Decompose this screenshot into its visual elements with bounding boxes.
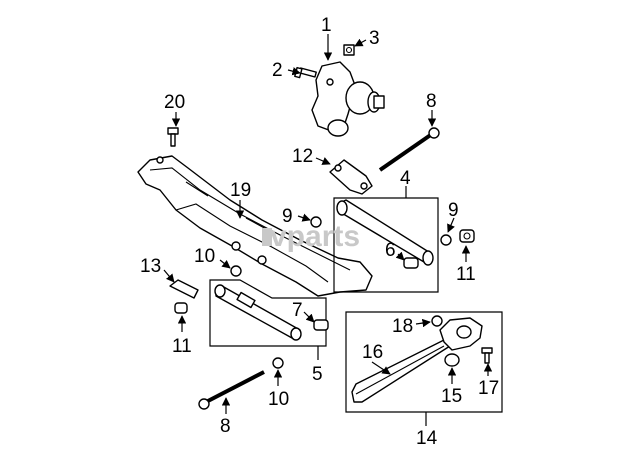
- assembly-box-4: [333, 197, 439, 293]
- callout-6: 6: [385, 240, 396, 261]
- bushing-part-15[interactable]: [444, 353, 460, 367]
- callout-3: 3: [369, 28, 380, 49]
- knuckle-part[interactable]: [311, 61, 385, 137]
- callout-7: 7: [292, 300, 303, 321]
- bushing-part-7[interactable]: [313, 319, 329, 331]
- callout-5: 5: [312, 364, 323, 385]
- nut-part-3[interactable]: [343, 44, 355, 56]
- callout-16: 16: [362, 342, 383, 363]
- washer-part-10-upper[interactable]: [230, 265, 242, 277]
- leader-lines: [163, 34, 493, 426]
- callout-15: 15: [441, 386, 462, 407]
- callout-20: 20: [164, 92, 185, 113]
- callout-19: 19: [230, 180, 251, 201]
- callout-14: 14: [416, 428, 438, 449]
- nut-part-9-right[interactable]: [440, 234, 452, 246]
- callout-10-upper: 10: [194, 246, 215, 267]
- watermark-logo: vparts: [262, 220, 360, 253]
- assembly-box-5: [209, 279, 327, 347]
- strap-part-13[interactable]: [169, 279, 199, 299]
- callout-9-right: 9: [448, 200, 459, 221]
- assembly-box-14: [345, 311, 503, 413]
- trailing-arm-part-16[interactable]: [351, 317, 483, 403]
- bolt-part-17[interactable]: [481, 347, 493, 364]
- callout-1: 1: [321, 15, 332, 36]
- nut-part-18[interactable]: [431, 315, 443, 327]
- callout-12: 12: [292, 146, 313, 167]
- bushing-part-6[interactable]: [403, 257, 419, 269]
- nut-part-9-left[interactable]: [310, 216, 322, 228]
- callout-17: 17: [478, 378, 499, 399]
- crossmember-part[interactable]: [137, 155, 373, 297]
- callout-11-right: 11: [456, 264, 476, 285]
- callout-8-upper: 8: [426, 91, 437, 112]
- callout-4: 4: [400, 168, 411, 189]
- callout-13: 13: [140, 256, 161, 277]
- bolt-part-20[interactable]: [167, 127, 179, 147]
- nut-part-11-right[interactable]: [459, 229, 475, 243]
- washer-part-10-lower[interactable]: [272, 357, 284, 369]
- callout-8-lower: 8: [220, 416, 231, 437]
- nut-part-11-left[interactable]: [174, 302, 188, 314]
- long-bolt-part-8-upper[interactable]: [378, 127, 440, 172]
- upper-link-part-4[interactable]: [336, 199, 434, 266]
- callout-18: 18: [392, 316, 413, 337]
- lower-link-part-5[interactable]: [214, 284, 302, 341]
- callout-2: 2: [272, 60, 283, 81]
- watermark-text: vparts: [270, 220, 360, 253]
- callout-10-lower: 10: [268, 389, 289, 410]
- callout-numbers: 1 2 3 8 20 12 4 19 9 9 6 10 11 13 7 11 5…: [140, 15, 499, 449]
- callout-11-left: 11: [172, 336, 192, 357]
- long-bolt-part-8-lower[interactable]: [198, 370, 265, 410]
- bracket-part-12[interactable]: [329, 159, 373, 195]
- callout-9-left: 9: [282, 206, 293, 227]
